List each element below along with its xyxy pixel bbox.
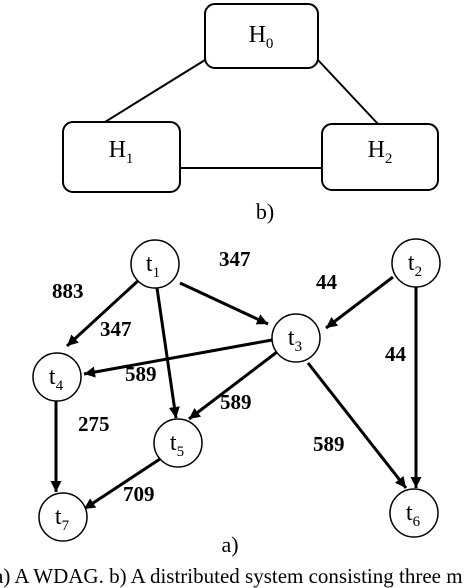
edge-weights: 883 347 589 44 44 347 589 589 275 709 [52,247,407,506]
host-label: H [249,22,266,48]
task-node-t6: t6 [389,488,439,538]
edge-weight-t1-t3: 347 [219,247,251,271]
task-node-t5: t5 [153,418,203,468]
edge-t1-t3 [179,281,269,326]
svg-text:t7: t7 [55,504,70,534]
task-node-t4: t4 [32,352,82,402]
host-node-h0: H0 [204,3,319,69]
host-subscript: 0 [266,36,274,52]
host-label: H [109,137,126,163]
task-subscript: 5 [177,444,185,460]
task-label: t [406,500,413,526]
edge-weight-t5-t7: 709 [123,482,155,506]
edge-weight-t1-t4: 883 [52,279,84,303]
edge-t1-t5 [155,287,180,419]
task-label: t [288,325,295,351]
edge-weight-t3-t6: 589 [313,432,345,456]
host-subscript: 1 [126,151,134,167]
edge-weight-t1-t5: 589 [125,362,157,386]
svg-text:t5: t5 [170,430,184,460]
svg-text:H1: H1 [109,137,134,167]
svg-text:H0: H0 [249,22,274,52]
task-node-t7: t7 [38,492,88,542]
svg-text:t1: t1 [146,251,160,281]
task-subscript: 6 [413,514,421,530]
task-node-t3: t3 [271,313,321,363]
task-label: t [55,504,62,530]
svg-text:t6: t6 [406,500,421,530]
svg-text:H2: H2 [368,137,393,167]
task-label: t [49,364,56,390]
task-node-t2: t2 [391,238,441,288]
edge-weight-t2-t6: 44 [385,342,407,366]
task-subscript: 7 [62,518,70,534]
edge-weight-t3-t4: 347 [100,317,132,341]
task-label: t [170,430,177,456]
task-label: t [146,251,153,277]
edge-t3-t5 [188,350,278,421]
task-subscript: 4 [56,378,64,394]
host-node-h2: H2 [321,123,439,191]
edge-weight-t4-t7: 275 [78,412,110,436]
edge-t3-t6 [306,362,408,489]
task-subscript: 2 [415,264,423,280]
svg-text:t3: t3 [288,325,302,355]
edges [50,275,422,511]
edge-t2-t3 [325,275,394,330]
figure-caption: a) A WDAG. b) A distributed system consi… [0,564,463,588]
edge-weight-t3-t5: 589 [220,390,252,414]
svg-text:t4: t4 [49,364,64,394]
edge-t3-t4 [83,338,273,378]
edge-t1-t4 [65,277,142,348]
edge-t5-t7 [83,457,161,511]
task-label: t [408,250,415,276]
task-subscript: 3 [295,339,303,355]
task-subscript: 1 [153,265,161,281]
host-label: H [368,137,385,163]
distributed-system-diagram: H0 H1 H2 b) [62,3,439,224]
host-subscript: 2 [385,151,393,167]
wdag-diagram: 883 347 589 44 44 347 589 589 275 709 t1… [32,238,441,557]
svg-text:t2: t2 [408,250,422,280]
host-node-h1: H1 [62,121,181,193]
link-h0-h1 [104,59,206,123]
panel-label-a: a) [221,532,238,557]
link-h0-h2 [317,59,379,125]
panel-label-b: b) [256,199,274,224]
edge-weight-t2-t3: 44 [316,270,338,294]
task-node-t1: t1 [130,239,180,289]
